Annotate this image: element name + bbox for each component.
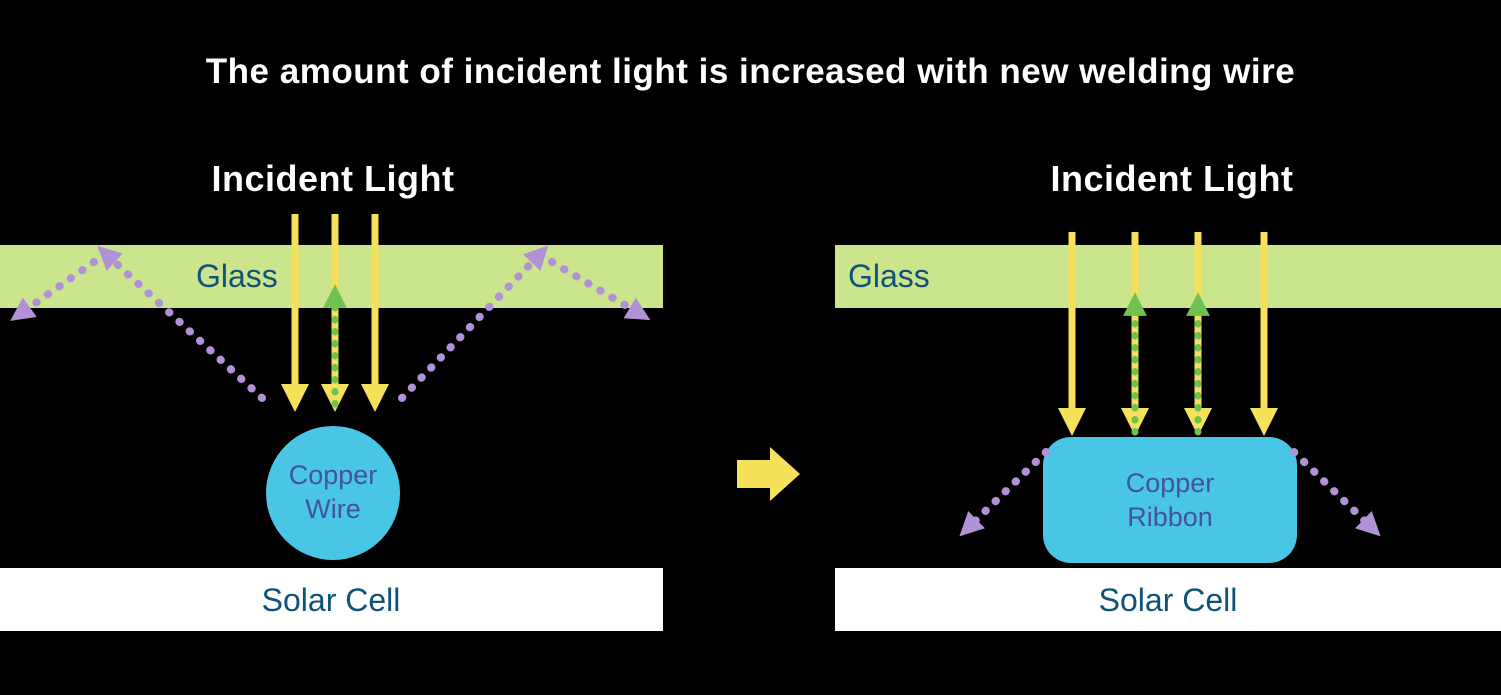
incident-light-label-left: Incident Light: [211, 158, 455, 199]
diagram-title: The amount of incident light is increase…: [205, 52, 1296, 91]
solar-cell-right: [835, 568, 1501, 631]
copper-wire-label-line2: Wire: [305, 494, 361, 524]
glass-label-right: Glass: [848, 258, 930, 294]
escaped-arrow-right-up: [398, 245, 549, 402]
escaped-arrow-right-out: [548, 258, 651, 321]
deflected-arrow-ribbon-right: [1290, 448, 1381, 537]
incident-light-label-right: Incident Light: [1050, 158, 1294, 199]
copper-wire-label-line1: Copper: [288, 460, 378, 490]
copper-ribbon-label-line2: Ribbon: [1127, 502, 1213, 532]
escaped-arrow-left-out: [10, 258, 98, 321]
solar-cell-label-left: Solar Cell: [261, 582, 401, 618]
solar-cell-label-right: Solar Cell: [1098, 582, 1238, 618]
solar-cell-left: [0, 568, 663, 631]
copper-ribbon-shape: [1043, 437, 1297, 563]
glass-layer-right: [835, 245, 1501, 308]
transition-arrow-icon: [737, 447, 800, 501]
copper-ribbon-label-line1: Copper: [1125, 468, 1215, 498]
glass-label-left: Glass: [196, 258, 278, 294]
deflected-arrow-ribbon-left: [959, 448, 1050, 537]
copper-wire-shape: [266, 426, 400, 560]
copper-ribbon-label: Copper Ribbon: [1126, 466, 1215, 534]
copper-wire-label: Copper Wire: [289, 458, 378, 526]
